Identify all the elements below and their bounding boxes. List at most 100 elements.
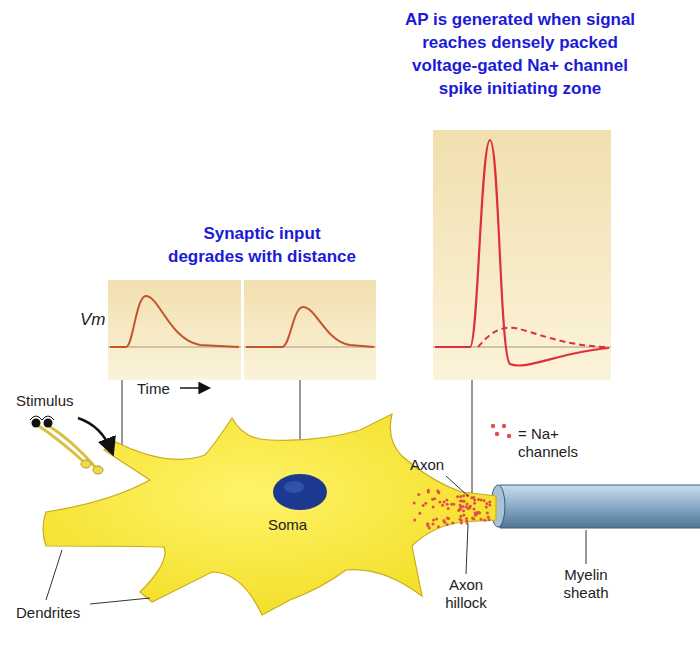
na-channel-dot: [432, 505, 435, 508]
na-channel-dot: [477, 498, 480, 501]
annotation: AP is generated when signal reaches dens…: [395, 8, 645, 100]
stimulus-electrode: [44, 419, 53, 428]
graph-panel: [433, 130, 611, 380]
na-legend-dot: [502, 424, 506, 428]
presynaptic-axon: [46, 424, 96, 468]
na-channel-dot: [446, 517, 449, 520]
na-channel-dot: [483, 499, 486, 502]
na-channel-dot: [438, 501, 441, 504]
na-channel-dot: [473, 498, 476, 501]
na-channel-dot: [461, 505, 464, 508]
na-channel-dot: [446, 523, 449, 526]
na-channel-dot: [485, 502, 488, 505]
part-label: Axon: [410, 456, 444, 474]
annotation: Synaptic input degrades with distance: [157, 222, 367, 268]
presynaptic-axon: [36, 424, 84, 462]
na-channel-dot: [427, 491, 430, 494]
synaptic-bouton: [81, 460, 91, 468]
na-channel-dot: [462, 514, 465, 517]
na-channel-dot: [460, 522, 463, 525]
stimulus-electrode: [30, 416, 54, 420]
axis-label: Time: [137, 380, 170, 398]
na-channel-dot: [435, 518, 438, 521]
stimulus-electrode: [32, 419, 41, 428]
leader-line: [586, 530, 587, 564]
na-channel-dot: [418, 512, 421, 515]
na-legend-dot: [507, 434, 511, 438]
na-channel-dot: [483, 519, 486, 522]
na-channel-dot: [432, 519, 435, 522]
myelin-sheath: [495, 485, 700, 528]
action-potential-trace: [435, 140, 609, 366]
na-channel-dot: [413, 519, 416, 522]
nucleus: [273, 474, 327, 510]
na-channel-dot: [450, 503, 453, 506]
na-channel-dot: [446, 503, 449, 506]
subthreshold-trace: [478, 328, 605, 347]
na-channel-dot: [428, 527, 431, 530]
na-channel-dot: [473, 502, 476, 505]
na-legend-dot: [491, 424, 495, 428]
na-channel-dot: [436, 489, 439, 492]
na-channel-dot: [468, 507, 471, 510]
part-label: Stimulus: [16, 392, 74, 410]
leader-line: [46, 550, 62, 600]
na-channel-dot: [462, 509, 465, 512]
na-channel-dot: [488, 501, 491, 504]
na-channel-dot: [445, 499, 448, 502]
part-label: Dendrites: [16, 604, 80, 622]
na-channel-dot: [459, 515, 462, 518]
na-channel-dot: [462, 494, 465, 497]
part-label: Axon hillock: [428, 576, 504, 612]
na-channel-dot: [487, 516, 490, 519]
na-channel-dot: [417, 493, 420, 496]
leader-line: [446, 476, 468, 496]
synaptic-bouton: [93, 466, 103, 474]
na-channel-dot: [488, 504, 491, 507]
na-channel-dot: [442, 519, 445, 522]
na-channel-dot: [466, 503, 469, 506]
na-channel-dot: [422, 504, 425, 507]
epsp-trace: [246, 307, 374, 347]
na-channel-dot: [460, 519, 463, 522]
graph-panel: [108, 280, 241, 380]
part-label: Soma: [268, 516, 307, 534]
na-channel-dots: [413, 489, 492, 530]
leader-line: [466, 524, 468, 574]
na-channel-dot: [480, 499, 483, 502]
na-channel-dot: [461, 500, 464, 503]
na-legend-dot: [495, 432, 499, 436]
na-channel-dot: [473, 508, 476, 511]
na-channel-dot: [456, 495, 459, 498]
na-channel-dot: [413, 502, 416, 505]
part-label: Myelin sheath: [548, 566, 624, 602]
na-channel-dot: [471, 517, 474, 520]
na-channel-dot: [451, 522, 454, 525]
na-channel-dot: [468, 506, 471, 509]
na-channel-dot: [424, 502, 427, 505]
time-arrow: [180, 387, 208, 389]
na-channel-dot: [441, 504, 444, 507]
na-channel-dot: [432, 523, 435, 526]
na-channel-dot: [480, 518, 483, 521]
na-channel-dot: [443, 500, 446, 503]
graph-panel: [244, 280, 376, 380]
leader-line: [472, 380, 473, 497]
stimulus-arrow: [78, 418, 112, 452]
legend-label: = Na+ channels: [518, 425, 590, 461]
na-channel-dot: [470, 496, 473, 499]
leader-line: [90, 598, 150, 604]
na-channel-dot: [485, 506, 488, 509]
neuron-body: [43, 414, 496, 615]
na-channel-dot: [433, 497, 436, 500]
na-channel-dot: [426, 523, 429, 526]
na-channel-dot: [464, 505, 467, 508]
axis-label: Vm: [80, 311, 106, 329]
na-channel-dot: [486, 512, 489, 515]
nucleus-highlight: [284, 481, 304, 493]
na-channel-dot: [476, 511, 479, 514]
epsp-trace: [110, 296, 239, 347]
leader-line: [122, 380, 123, 455]
na-channel-dot: [459, 495, 462, 498]
na-channel-dot: [459, 504, 462, 507]
